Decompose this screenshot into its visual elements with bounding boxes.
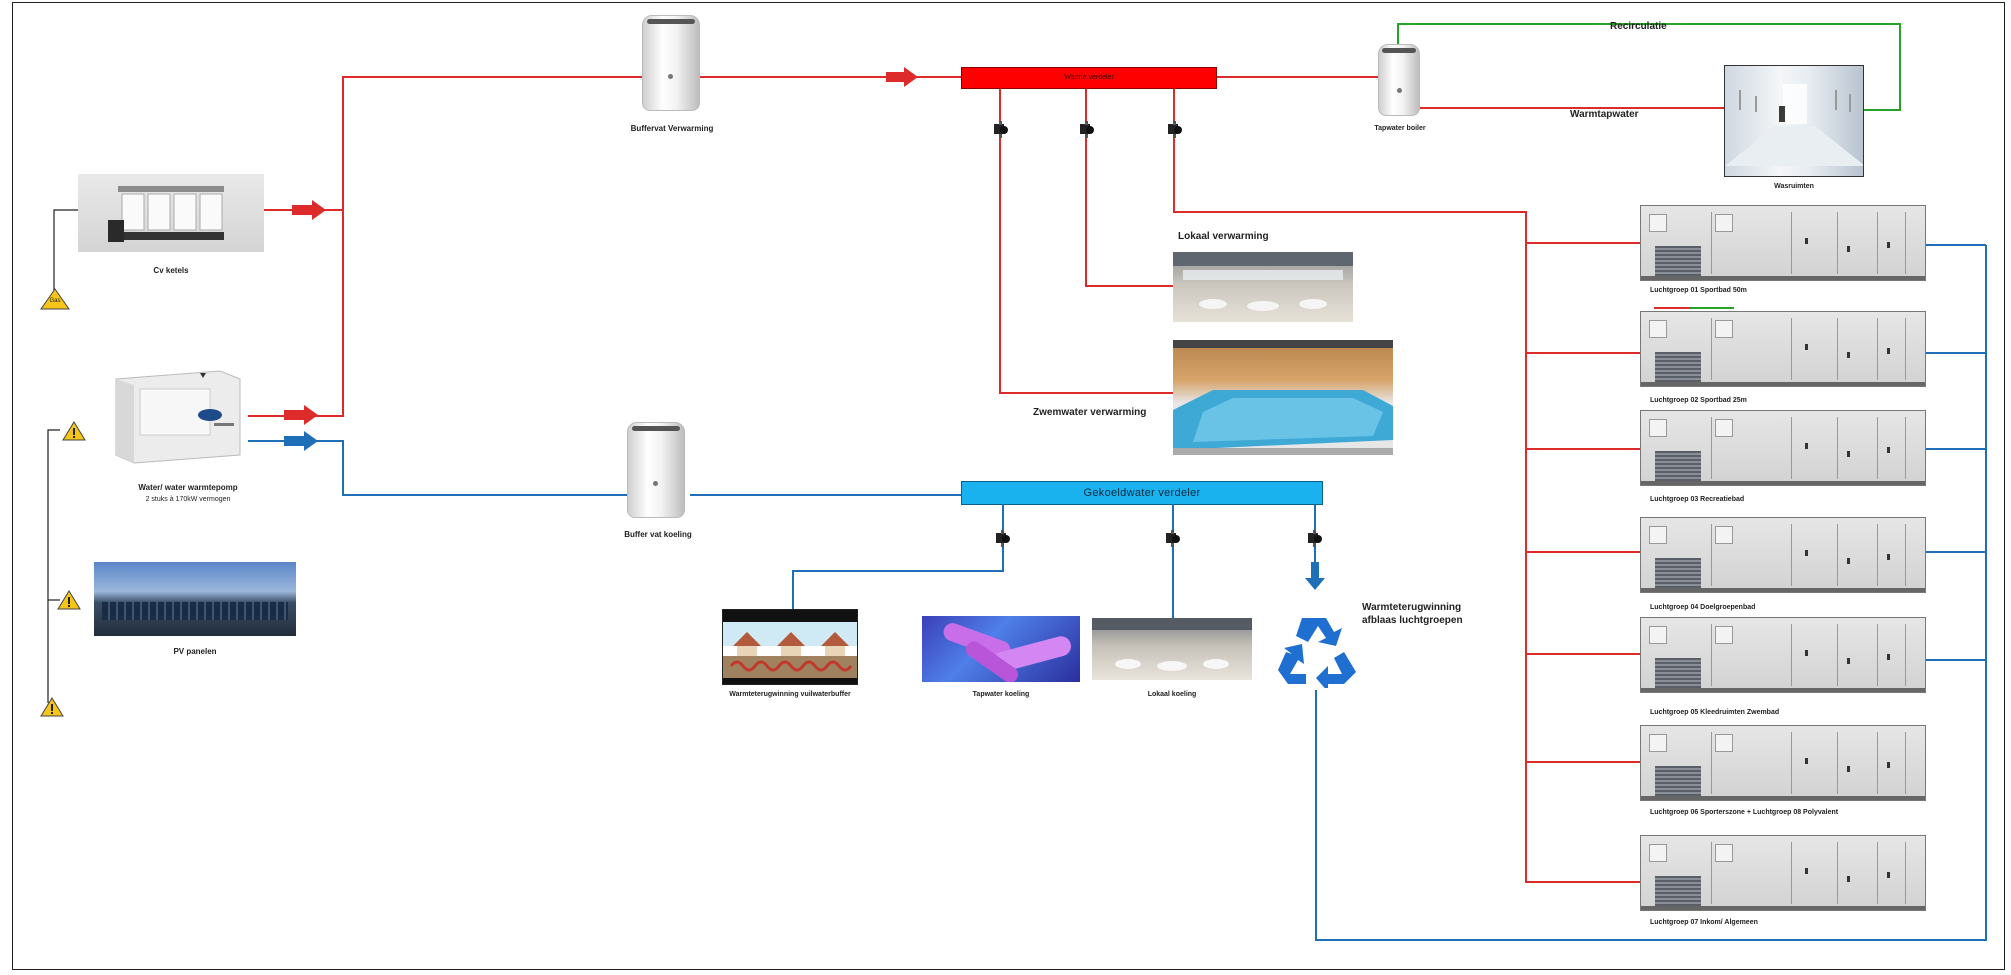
pump-icon-hot-3 [1168,121,1182,138]
air-handling-unit [1640,205,1926,281]
gas-badge-label: Gas [49,298,61,304]
hot-pipe-main [263,76,683,211]
gas-warning-badge: Gas [40,288,70,315]
lokaal-verwarming-image [1173,252,1353,322]
warning-icon-pv [57,590,81,615]
air-handling-unit [1640,617,1926,693]
gas-line [53,209,78,293]
pump-icon-cold-2 [1166,530,1180,547]
lokaal-verwarming-label: Lokaal verwarming [1178,231,1269,242]
pump-icon-hot-1 [994,121,1008,138]
air-handling-unit-label: Luchtgroep 03 Recreatiebad [1650,496,1745,503]
air-handling-unit-label: Luchtgroep 05 Kleedruimten Zwembad [1650,709,1780,716]
diagram-frame [12,2,2005,970]
air-handling-unit [1640,725,1926,801]
air-handling-unit [1640,517,1926,593]
recirc-pipe [1397,23,1901,111]
ahu-return-pipe [1315,245,1987,941]
hot-branch-ahu [1173,89,1646,883]
tapwater-boiler-tank [1378,44,1420,116]
wasruimten-label: Wasruimten [1774,183,1814,190]
air-handling-unit [1640,835,1926,911]
warning-icon-bottom [40,697,64,722]
buffervat-verwarming-label: Buffervat Verwarming [630,124,714,133]
zwemwater-verwarming-image [1173,340,1393,455]
flow-arrow-buffer [886,67,918,87]
power-line [47,429,60,703]
heat-pump-label: Water/ water warmtepomp [138,483,238,492]
pump-icon-hot-2 [1080,121,1094,138]
pv-panels-label: PV panelen [173,647,217,656]
air-handling-unit-label: Luchtgroep 06 Sporterszone + Luchtgroep … [1650,809,1839,816]
flow-arrow-hp-hot [284,405,318,425]
recycle-icon [1278,618,1356,688]
air-handling-unit-label: Luchtgroep 01 Sportbad 50m [1650,287,1747,294]
warmtapwater-label: Warmtapwater [1570,109,1639,120]
zwemwater-verwarming-label: Zwemwater verwarming [1033,407,1147,418]
vuilwaterbuffer-image [722,609,858,685]
air-handling-unit-label: Luchtgroep 07 Inkom/ Algemeen [1650,919,1758,926]
buffer-vat-koeling-label: Buffer vat koeling [624,530,692,539]
wtw-afblaas-label-2: afblaas luchtgroepen [1362,615,1463,626]
pump-icon-cold-3 [1308,530,1322,547]
air-handling-unit [1640,410,1926,486]
wasruimten-image [1724,65,1864,177]
vuilwaterbuffer-label: Warmteterugwinning vuilwaterbuffer [729,691,851,698]
air-handling-unit [1640,311,1926,387]
pv-panels-image [94,562,296,636]
hot-branch-lokaal [1085,89,1173,287]
warning-icon-hp [62,421,86,446]
heat-pump-image [110,365,246,465]
cv-ketels-image [78,174,264,252]
warm-distributor: Warme verdeler [961,67,1217,89]
air-handling-unit-label: Luchtgroep 02 Sportbad 25m [1650,397,1747,404]
wtw-afblaas-label-1: Warmteterugwinning [1362,602,1462,613]
heat-pump-sublabel: 2 stuks à 170kW vermogen [145,496,231,503]
tapwater-koeling-image [922,616,1080,682]
flow-arrow-wtw [1305,562,1325,590]
lokaal-koeling-label: Lokaal koeling [1147,691,1197,698]
air-handling-unit-label: Luchtgroep 04 Doelgroepenbad [1650,604,1756,611]
cv-ketels-label: Cv ketels [153,266,189,275]
hot-pipe-hp [248,210,344,417]
hot-branch-zwemwater [999,89,1173,394]
buffer-vat-koeling-tank [627,422,685,518]
tapwater-boiler-label: Tapwater boiler [1374,125,1426,132]
cold-distributor: Gekoeldwater verdeler [961,481,1323,505]
cold-branch-vuilwater [792,505,1004,609]
pump-icon-cold-1 [996,530,1010,547]
flow-arrow-boilers [292,200,326,220]
recirculatie-label: Recirculatie [1610,21,1667,32]
buffervat-verwarming-tank [642,15,700,111]
lokaal-koeling-image [1092,618,1252,680]
flow-arrow-hp-cold [284,431,318,451]
tapwater-koeling-label: Tapwater koeling [972,691,1030,698]
